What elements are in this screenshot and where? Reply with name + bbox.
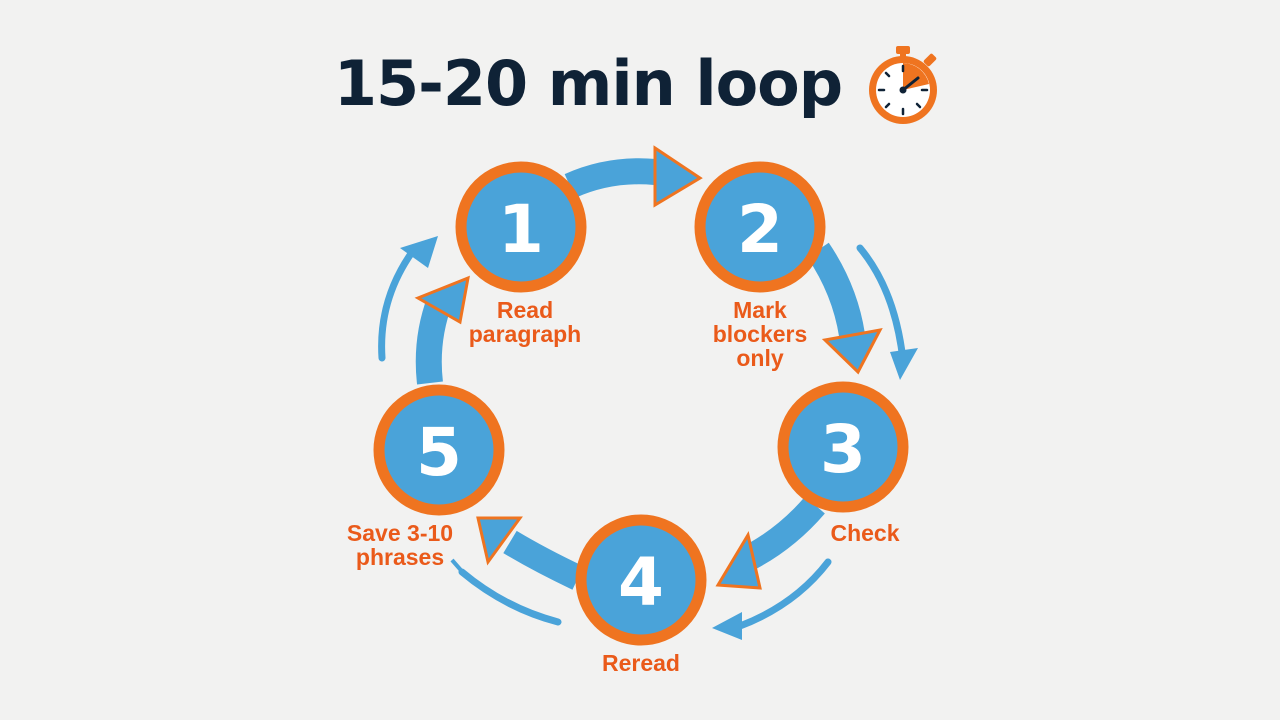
step-number-2: 2 — [737, 191, 783, 268]
step-label-2-line-2: blockers — [712, 321, 808, 347]
outer-arrow-right — [856, 244, 907, 364]
arrowhead-1 — [414, 275, 470, 325]
step-label-1: Read paragraph — [430, 298, 620, 346]
arrowhead-5 — [476, 516, 523, 566]
outer-arrow-bottom-right — [736, 558, 832, 630]
step-node-3: 3 — [777, 381, 909, 513]
step-node-1: 1 — [455, 161, 587, 293]
step-number-4: 4 — [618, 544, 664, 621]
step-label-5: Save 3-10 phrases — [320, 521, 480, 569]
outer-arrow-bottom-left — [458, 568, 562, 626]
step-label-1-line-2: paragraph — [468, 321, 582, 347]
arrow-1-to-2 — [564, 158, 657, 198]
arrow-2-to-3 — [807, 242, 865, 338]
step-label-3: Check — [800, 521, 930, 545]
step-label-4-line-1: Reread — [602, 650, 680, 676]
page-title: 15-20 min loop — [333, 46, 843, 120]
step-number-3: 3 — [820, 411, 866, 488]
outer-arrows — [378, 244, 907, 630]
step-node-4: 4 — [575, 514, 707, 646]
step-label-2-line-1: Mark — [733, 297, 787, 323]
outer-arrow-heads — [400, 236, 918, 640]
arrow-heads — [414, 145, 883, 590]
title-row: 15-20 min loop — [0, 38, 1280, 128]
arrowhead-2 — [653, 145, 703, 208]
step-label-3-line-1: Check — [830, 520, 900, 546]
step-node-5: 5 — [373, 384, 505, 516]
step-node-2: 2 — [694, 161, 826, 293]
arrowhead-4 — [715, 531, 762, 590]
stopwatch-icon — [869, 46, 938, 124]
arrowhead-3 — [821, 327, 883, 375]
step-label-5-line-2: phrases — [355, 544, 445, 570]
step-label-2: Mark blockers only — [680, 298, 840, 370]
step-label-2-line-3: only — [736, 345, 784, 371]
step-number-5: 5 — [416, 414, 462, 491]
step-label-1-line-1: Read — [496, 297, 554, 323]
outer-arrow-left — [378, 244, 419, 362]
step-number-1: 1 — [498, 191, 544, 268]
step-label-4: Reread — [571, 651, 711, 675]
arrow-4-to-5 — [503, 530, 584, 590]
step-label-5-line-1: Save 3-10 — [346, 520, 454, 546]
